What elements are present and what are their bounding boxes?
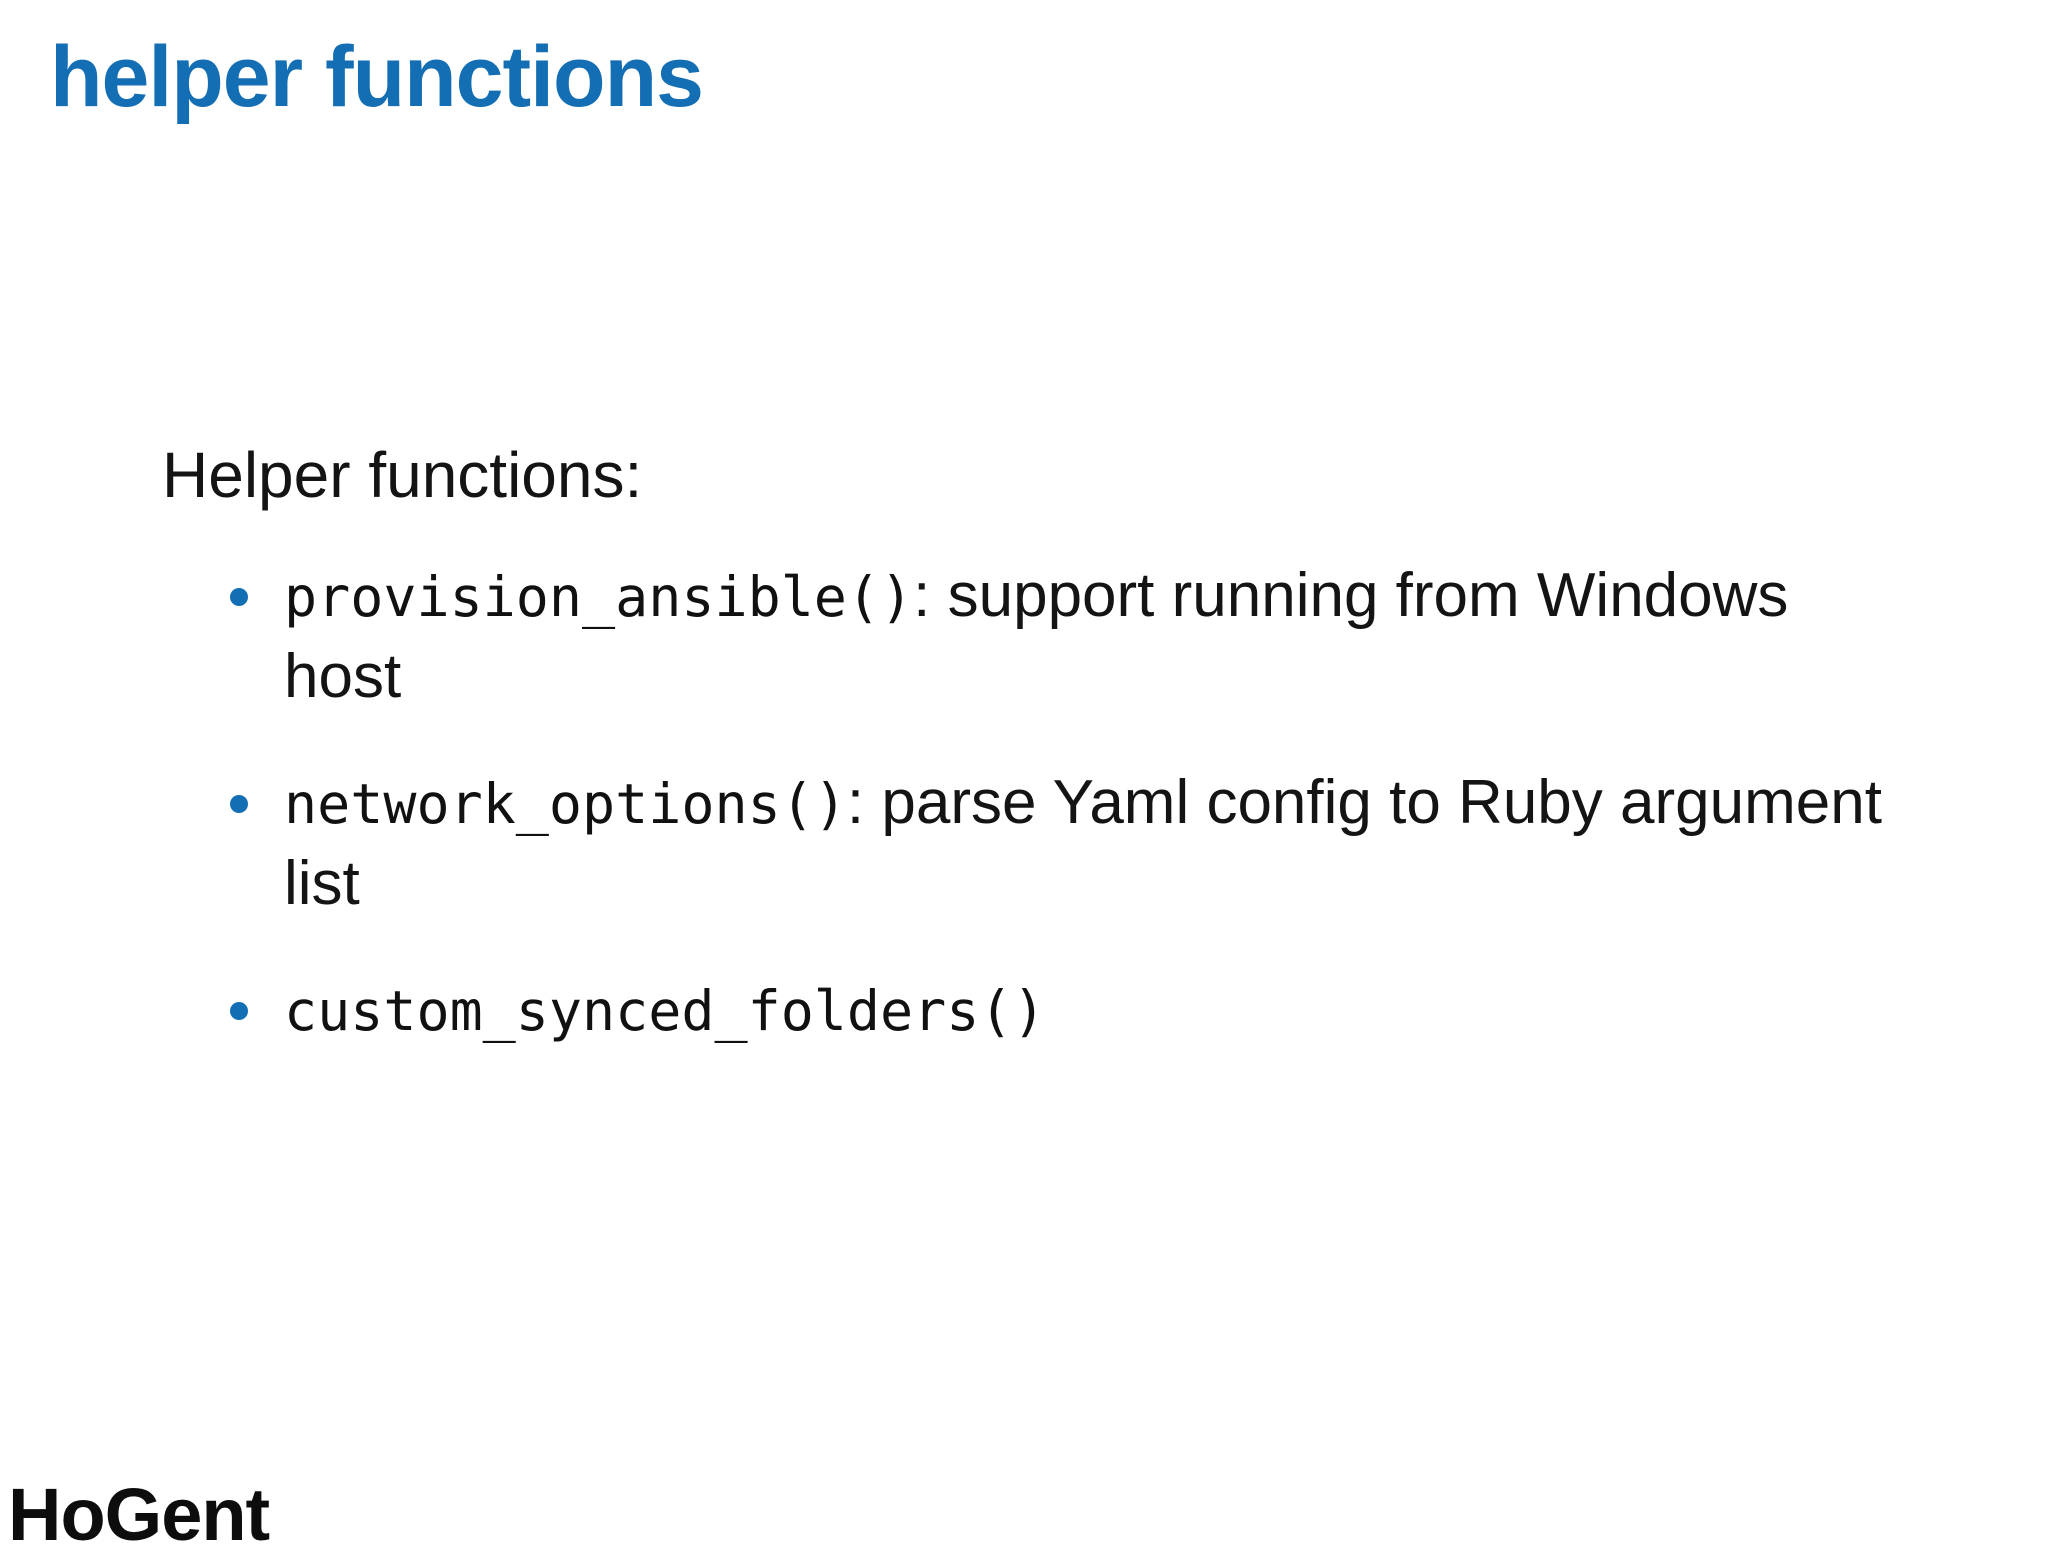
plain-text: : parse Yaml config to Ruby argument — [846, 768, 1882, 837]
bullet-text-line: custom_synced_folders() — [284, 970, 1910, 1051]
code-text: custom_synced_folders() — [284, 979, 1046, 1043]
intro-text: Helper functions: — [162, 439, 643, 511]
bullet-text-line: network_options(): parse Yaml config to … — [284, 763, 1910, 844]
bullet-icon — [230, 1002, 248, 1020]
plain-text: host — [284, 642, 402, 711]
code-text: network_options() — [284, 772, 847, 836]
bullet-text-line: host — [284, 637, 1910, 717]
slide-title: helper functions — [50, 29, 704, 125]
plain-text: : support running from Windows — [913, 561, 1789, 630]
hogent-logo: HoGent — [8, 1473, 270, 1556]
bullet-text: network_options(): parse Yaml config to … — [284, 763, 1910, 924]
bullet-icon — [230, 588, 248, 606]
bullet-text: custom_synced_folders() — [284, 970, 1910, 1051]
bullet-text: provision_ansible(): support running fro… — [284, 556, 1910, 717]
list-item: provision_ansible(): support running fro… — [230, 556, 1910, 717]
bullet-list: provision_ansible(): support running fro… — [230, 556, 1910, 1097]
bullet-text-line: provision_ansible(): support running fro… — [284, 556, 1910, 637]
list-item: network_options(): parse Yaml config to … — [230, 763, 1910, 924]
code-text: provision_ansible() — [284, 565, 914, 629]
bullet-icon — [230, 795, 248, 813]
bullet-text-line: list — [284, 844, 1910, 924]
list-item: custom_synced_folders() — [230, 970, 1910, 1051]
plain-text: list — [284, 849, 360, 918]
